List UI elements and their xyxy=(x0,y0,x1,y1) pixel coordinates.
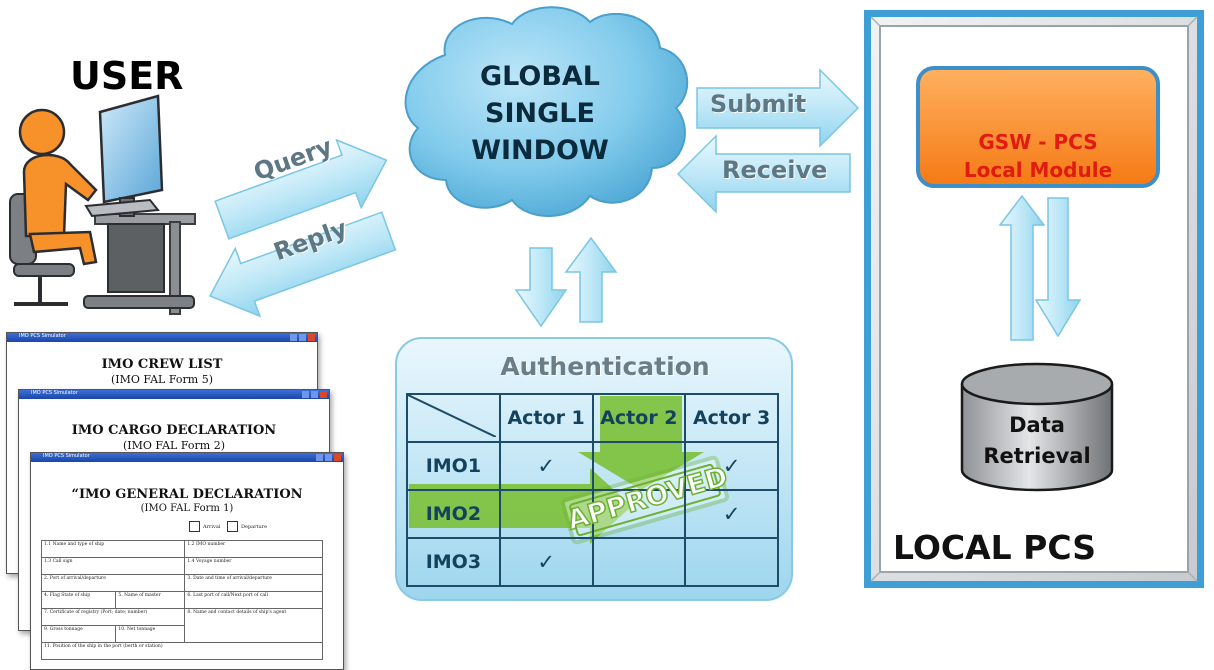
down-arrow-icon xyxy=(1034,197,1082,338)
actor-header: Actor 3 xyxy=(684,393,779,443)
diagonal-line xyxy=(408,395,496,437)
form-field[interactable]: 1.2 IMO number xyxy=(184,540,323,558)
row-label: IMO2 xyxy=(406,489,501,539)
database-line: Retrieval xyxy=(983,444,1091,468)
cloud-line: WINDOW xyxy=(471,135,609,166)
authentication-title: Authentication xyxy=(500,352,710,381)
cloud-up-arrow-icon xyxy=(564,236,618,323)
minimize-icon[interactable] xyxy=(302,391,309,398)
maximize-icon[interactable] xyxy=(311,391,318,398)
form-field[interactable]: 9. Gross tonnage xyxy=(40,625,117,643)
minimize-icon[interactable] xyxy=(316,454,323,461)
arrival-label: Arrival xyxy=(203,524,221,530)
module-line: GSW - PCS xyxy=(978,130,1098,154)
corner-cell xyxy=(406,393,501,443)
departure-checkbox[interactable]: Departure xyxy=(227,521,267,532)
check-icon: ✓ xyxy=(498,537,594,587)
document-subtitle: (IMO FAL Form 2) xyxy=(123,439,225,452)
actor-header: Actor 1 xyxy=(498,393,594,443)
query-arrow xyxy=(214,138,388,240)
minimize-icon[interactable] xyxy=(290,334,297,341)
document-subtitle: (IMO FAL Form 5) xyxy=(111,373,213,386)
departure-label: Departure xyxy=(241,524,268,530)
crew-list-titlebar: IMO PCS Simulator xyxy=(7,333,317,342)
cloud-label: GLOBAL SINGLE WINDOW xyxy=(430,58,650,169)
receive-arrow xyxy=(676,134,851,214)
table-cell xyxy=(684,537,779,587)
document-subtitle: (IMO FAL Form 1) xyxy=(140,503,234,514)
window-title: IMO PCS Simulator xyxy=(43,453,90,459)
table-cell xyxy=(591,489,687,539)
data-retrieval-label: Data Retrieval xyxy=(962,410,1112,472)
window-title: IMO PCS Simulator xyxy=(19,333,66,339)
actor-header: Actor 2 xyxy=(591,393,687,443)
check-icon: ✓ xyxy=(684,489,779,539)
window-title: IMO PCS Simulator xyxy=(31,390,78,396)
arrival-checkbox[interactable]: Arrival xyxy=(189,521,220,532)
cloud-line: SINGLE xyxy=(485,98,595,129)
local-pcs-title: LOCAL PCS xyxy=(893,528,1096,567)
cargo-declaration-titlebar: IMO PCS Simulator xyxy=(19,390,329,399)
cloud-down-arrow-icon xyxy=(514,247,568,328)
receive-label: Receive xyxy=(722,156,828,184)
reply-arrow xyxy=(208,211,397,318)
row-label: IMO3 xyxy=(406,537,501,587)
form-field[interactable]: 1.4 Voyage number xyxy=(184,557,323,575)
gsw-pcs-module-label: GSW - PCS Local Module xyxy=(922,128,1154,184)
form-field[interactable]: 2. Port of arrival/departure xyxy=(40,574,186,592)
table-cell xyxy=(591,537,687,587)
submit-arrow xyxy=(696,68,860,148)
cloud-line: GLOBAL xyxy=(479,61,601,92)
submit-label: Submit xyxy=(710,90,807,118)
document-title: IMO CREW LIST xyxy=(101,357,223,372)
close-icon[interactable] xyxy=(320,391,327,398)
form-field[interactable]: 10. Net tonnage xyxy=(115,625,186,643)
form-field[interactable]: 4. Flag State of ship xyxy=(40,591,117,609)
general-declaration-document: IMO PCS Simulator “IMO GENERAL DECLARATI… xyxy=(30,452,344,670)
form-field[interactable]: 1.3 Call sign xyxy=(40,557,186,575)
gsw-pcs-module-box xyxy=(916,66,1160,188)
database-icon xyxy=(960,362,1114,492)
document-title: “IMO GENERAL DECLARATION xyxy=(71,487,303,502)
check-icon: ✓ xyxy=(684,441,779,491)
maximize-icon[interactable] xyxy=(299,334,306,341)
form-field[interactable]: 11. Position of the ship in the port (be… xyxy=(41,642,323,660)
form-field[interactable]: 1.1 Name and type of ship xyxy=(40,540,186,558)
check-icon: ✓ xyxy=(498,441,594,491)
document-title: IMO CARGO DECLARATION xyxy=(71,423,277,438)
close-icon[interactable] xyxy=(308,334,315,341)
user-computer-illustration xyxy=(9,94,196,315)
database-line: Data xyxy=(1009,413,1065,437)
form-field[interactable]: 5. Name of master xyxy=(115,591,186,609)
general-declaration-titlebar: IMO PCS Simulator xyxy=(31,453,343,462)
table-cell xyxy=(591,441,687,491)
form-field[interactable]: 3. Date and time of arrival/departure xyxy=(184,574,323,592)
form-field[interactable]: 7. Certificate of registry (Port; date; … xyxy=(40,608,186,626)
up-arrow-icon xyxy=(998,194,1046,341)
module-line: Local Module xyxy=(963,158,1113,182)
form-field[interactable]: 8. Name and contact details of ship's ag… xyxy=(184,608,323,643)
cloud-shape xyxy=(404,6,689,217)
row-label: IMO1 xyxy=(406,441,501,491)
authentication-table: Actor 1 Actor 2 Actor 3 IMO1 ✓ ✓ IMO2 ✓ … xyxy=(406,393,779,587)
table-cell xyxy=(498,489,594,539)
user-title: USER xyxy=(70,54,184,98)
close-icon[interactable] xyxy=(334,454,341,461)
form-field[interactable]: 6. Last port of call/Next port of call xyxy=(184,591,323,609)
maximize-icon[interactable] xyxy=(325,454,332,461)
